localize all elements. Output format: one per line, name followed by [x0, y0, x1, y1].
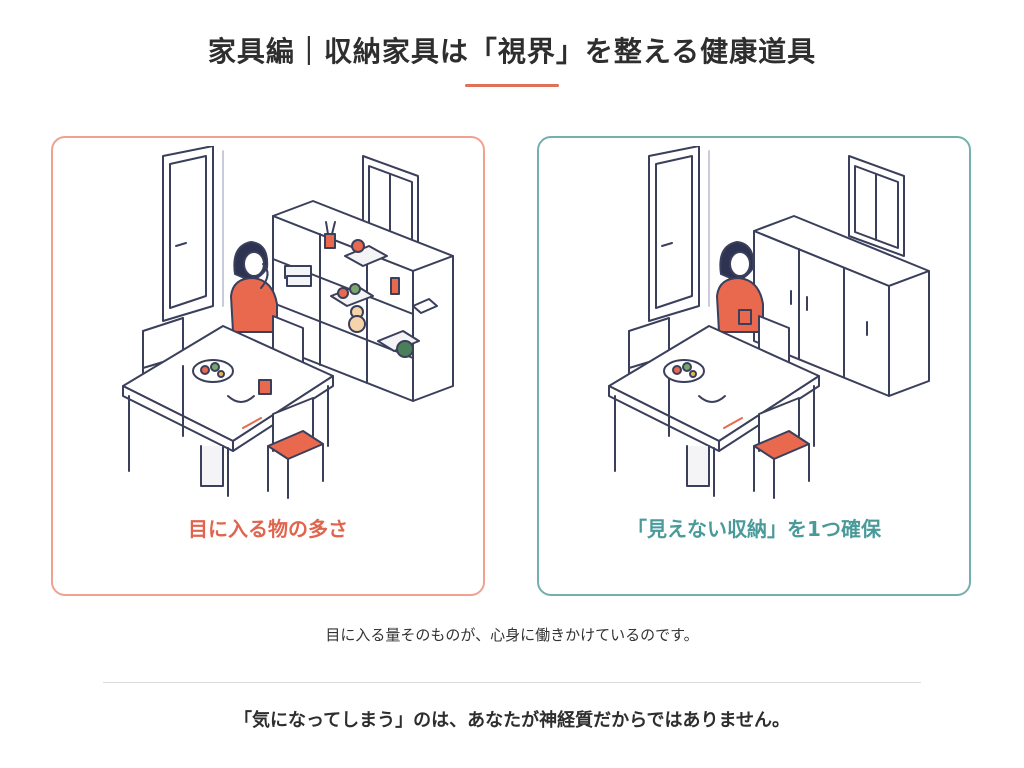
- divider: [103, 682, 921, 683]
- page-title: 家具編｜収納家具は「視界」を整える健康道具: [207, 35, 817, 68]
- hidden-storage-caption: 「見えない収納」を1つ確保: [627, 517, 881, 541]
- body-text: 目に入る量そのものが、心身に働きかけているのです。: [325, 626, 699, 644]
- cluttered-room-illustration: [122, 146, 454, 499]
- hidden-storage-panel: 「見えない収納」を1つ確保: [537, 136, 971, 596]
- cluttered-room-panel: 目に入る物の多さ: [51, 136, 485, 596]
- tidy-room-illustration: [608, 146, 930, 499]
- title-underline: [465, 84, 559, 87]
- footer-text: 「気になってしまう」のは、あなたが神経質だからではありません。: [233, 710, 791, 731]
- cluttered-caption: 目に入る物の多さ: [188, 517, 348, 541]
